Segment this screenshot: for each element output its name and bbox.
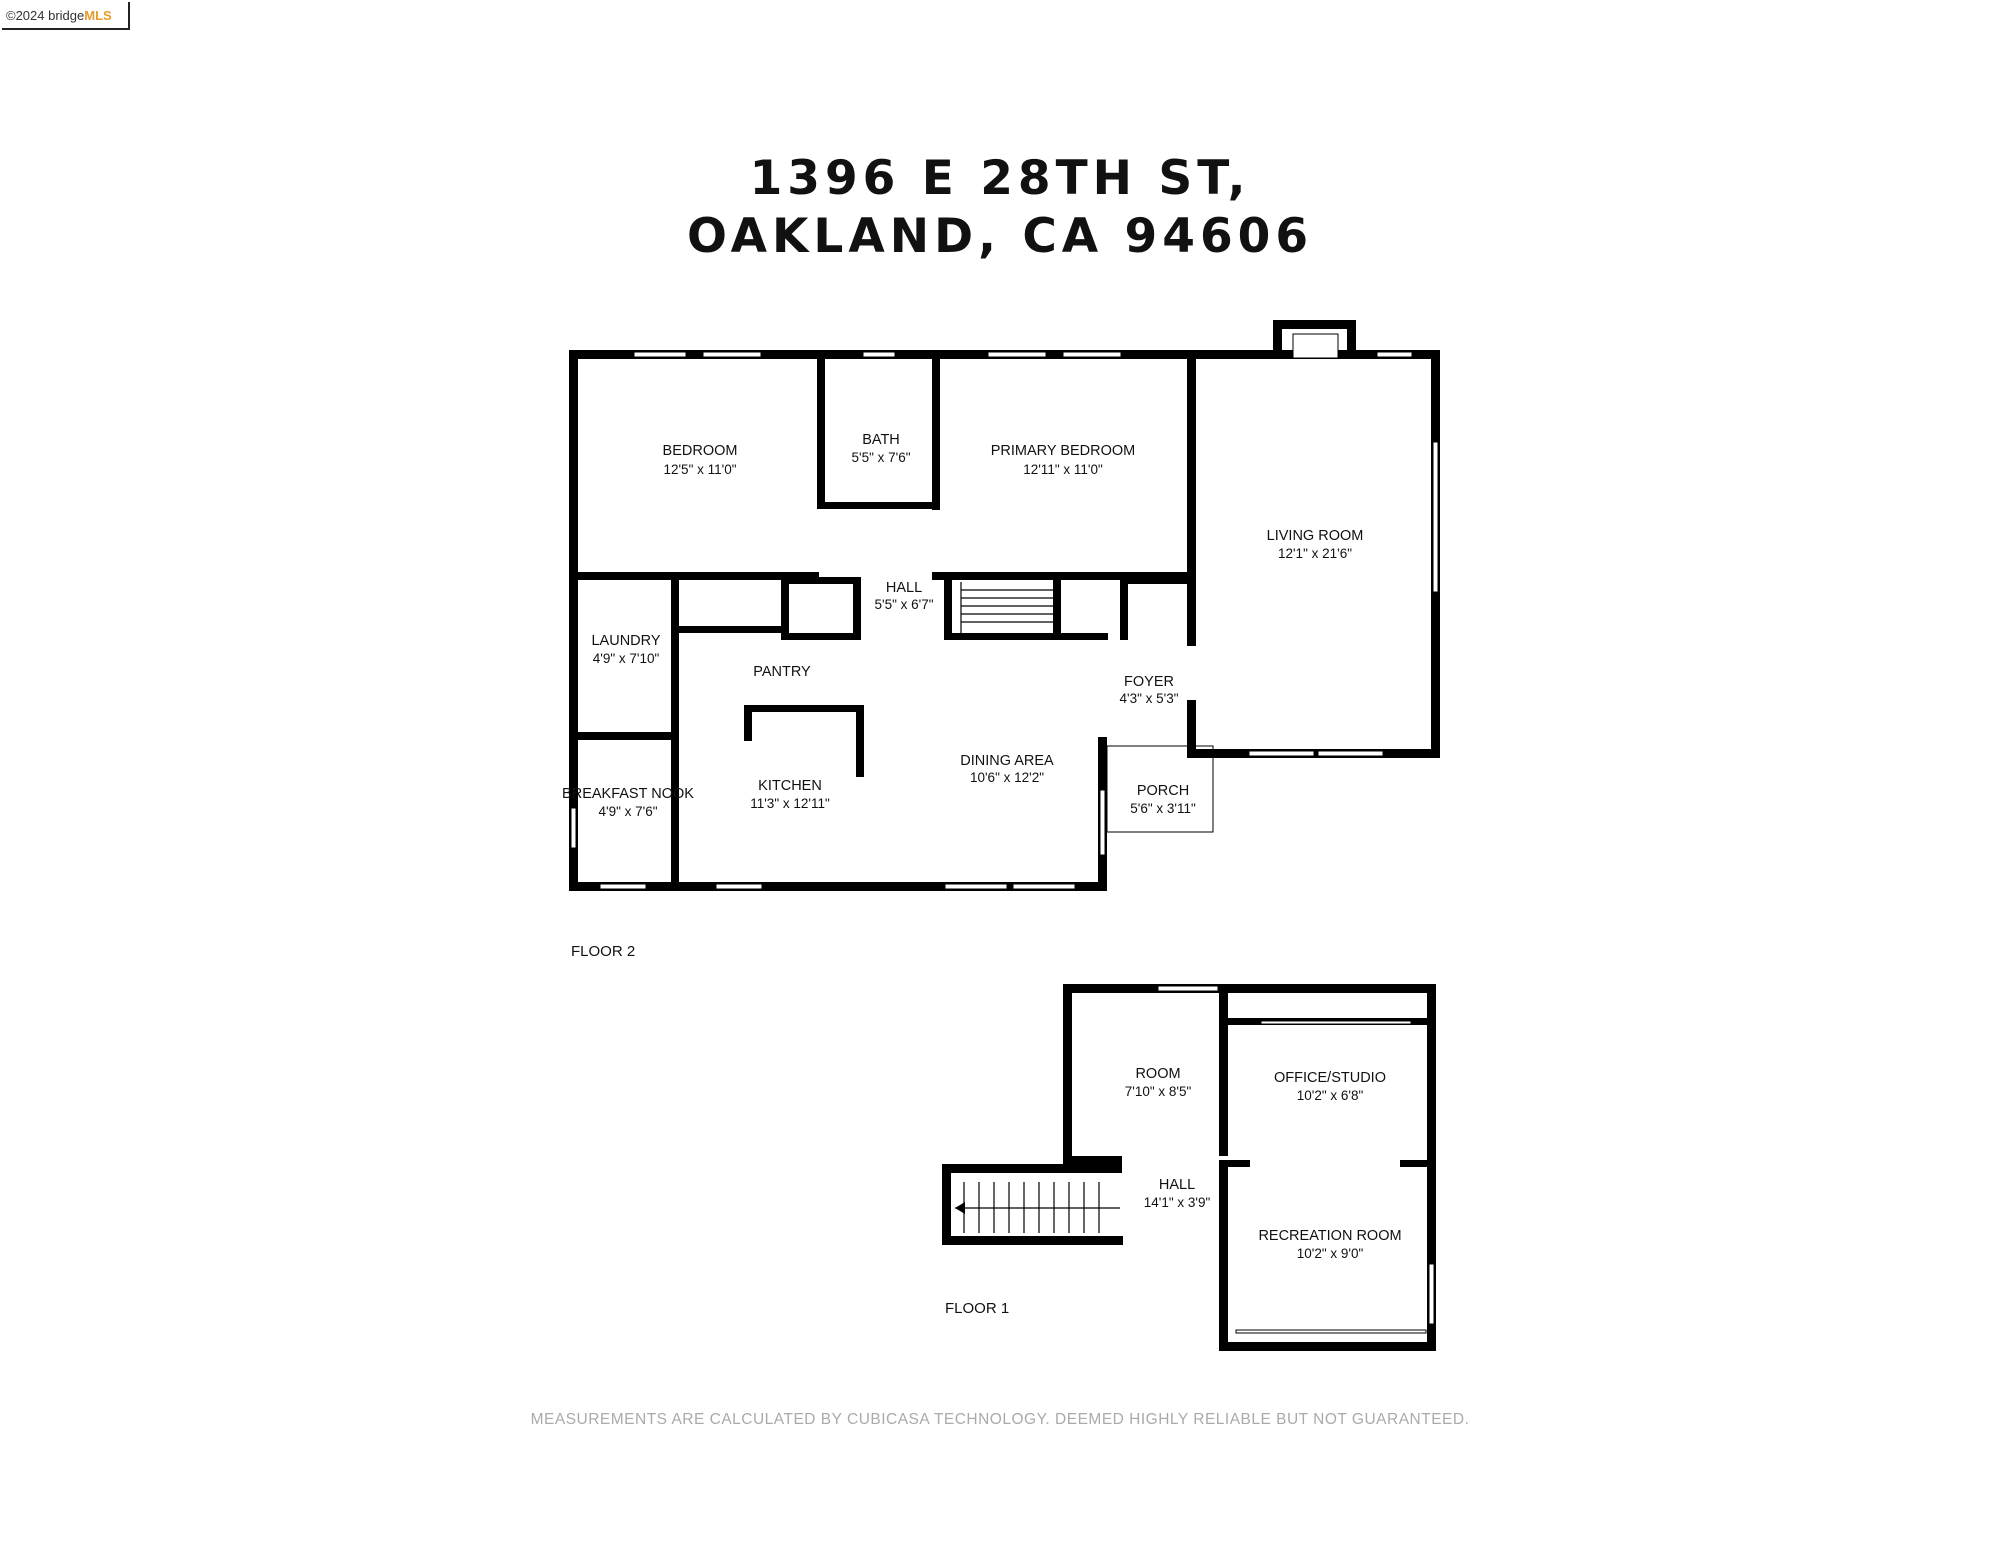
dim-hall-floor2: 5'5" x 6'7" [874,597,933,612]
dim-laundry: 4'9" x 7'10" [593,651,660,666]
property-address-title: 1396 E 28TH ST, OAKLAND, CA 94606 [0,150,2000,266]
label-office-studio: OFFICE/STUDIO [1274,1070,1386,1086]
label-porch: PORCH [1137,783,1189,799]
porch-outline [1106,745,1214,833]
label-laundry: LAUNDRY [591,633,660,649]
label-primary-bedroom: PRIMARY BEDROOM [991,443,1136,459]
floor2-windows [570,351,1439,890]
label-dining-area: DINING AREA [960,753,1054,769]
dim-room: 7'10" x 8'5" [1125,1084,1192,1099]
label-room: ROOM [1135,1066,1180,1082]
dim-foyer: 4'3" x 5'3" [1119,691,1178,706]
mls-watermark: ©2024 bridgeMLS [2,2,130,30]
watermark-brand: MLS [84,8,112,23]
label-pantry: PANTRY [753,664,811,680]
fireplace-icon [1292,333,1339,359]
label-bath: BATH [862,432,900,448]
label-kitchen: KITCHEN [758,778,822,794]
measurement-disclaimer: MEASUREMENTS ARE CALCULATED BY CUBICASA … [530,1411,1470,1428]
floor1-windows [1157,985,1435,1334]
label-hall-floor1: HALL [1159,1177,1195,1193]
floor-1-label: FLOOR 1 [945,1300,1009,1317]
dim-breakfast-nook: 4'9" x 7'6" [598,804,657,819]
floor-2-label: FLOOR 2 [571,943,635,960]
watermark-copyright: ©2024 bridge [6,8,85,23]
label-breakfast-nook: BREAKFAST NOOK [562,786,694,802]
stairs-arrow-icon [955,1202,965,1214]
dim-dining-area: 10'6" x 12'2" [970,770,1044,785]
dim-bath: 5'5" x 7'6" [851,450,910,465]
address-line-1: 1396 E 28TH ST, [749,151,1251,206]
dim-recreation-room: 10'2" x 9'0" [1297,1246,1364,1261]
floor1-walls [942,984,1436,1351]
floor1-stairs-icon [955,1182,1120,1233]
label-recreation-room: RECREATION ROOM [1258,1228,1401,1244]
dim-primary-bedroom: 12'11" x 11'0" [1023,462,1103,477]
dim-office-studio: 10'2" x 6'8" [1297,1088,1364,1103]
label-bedroom: BEDROOM [663,443,738,459]
dim-hall-floor1: 14'1" x 3'9" [1144,1195,1211,1210]
address-line-2: OAKLAND, CA 94606 [686,209,1314,264]
dim-bedroom: 12'5" x 11'0" [663,462,736,477]
dim-living-room: 12'1" x 21'6" [1278,546,1352,561]
label-foyer: FOYER [1124,674,1174,690]
floor2-stairs-icon [960,582,1053,633]
label-living-room: LIVING ROOM [1267,528,1364,544]
dim-kitchen: 11'3" x 12'11" [750,796,830,811]
dim-porch: 5'6" x 3'11" [1130,801,1196,816]
label-hall-floor2: HALL [886,580,922,596]
